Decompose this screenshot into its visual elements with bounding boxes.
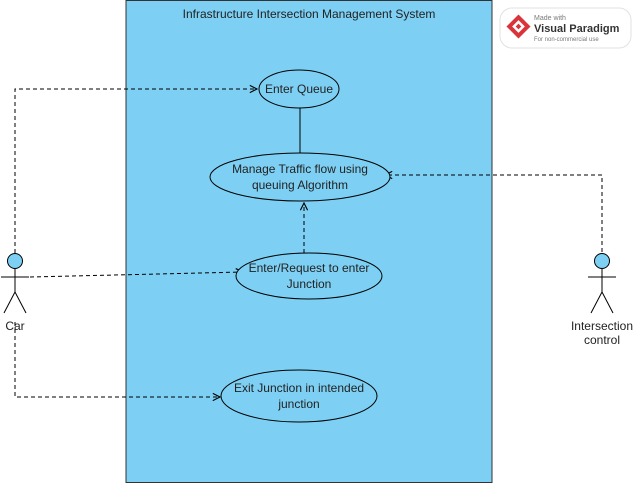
actor-control-label-line2: control [584, 333, 620, 347]
actor-control-label-line1: Intersection [571, 319, 633, 333]
use-case-enter-junction[interactable]: Enter/Request to enter Junction [235, 252, 383, 300]
visual-paradigm-watermark: Made with Visual Paradigm For non-commer… [499, 7, 632, 49]
use-case-manage-traffic-line2: queuing Algorithm [252, 178, 348, 192]
use-case-exit-junction-line2: junction [277, 397, 319, 411]
use-case-manage-traffic-line1: Manage Traffic flow using [232, 162, 368, 176]
watermark-made-with: Made with [534, 15, 566, 22]
use-case-enter-queue-label: Enter Queue [265, 82, 333, 96]
actor-car-label: Car [5, 319, 24, 333]
use-case-manage-traffic[interactable]: Manage Traffic flow using queuing Algori… [209, 152, 391, 202]
connector-car-exit-junction [14, 322, 220, 397]
watermark-sub: For non-commercial use [534, 37, 599, 43]
actor-car[interactable]: Car [1, 253, 29, 334]
use-case-exit-junction-line1: Exit Junction in intended [234, 381, 364, 395]
actor-car-head-icon [7, 253, 23, 269]
use-case-enter-junction-line2: Junction [287, 277, 332, 291]
connector-car-enter-queue [14, 89, 257, 253]
actor-control-head-icon [594, 253, 610, 269]
connector-control-manage [385, 175, 603, 252]
actor-intersection-control[interactable]: Intersection control [571, 253, 633, 348]
use-case-exit-junction[interactable]: Exit Junction in intended junction [220, 369, 378, 423]
system-title: Infrastructure Intersection Management S… [183, 7, 436, 21]
watermark-brand: Visual Paradigm [534, 23, 620, 35]
use-case-enter-junction-line1: Enter/Request to enter [249, 261, 370, 275]
use-case-enter-queue[interactable]: Enter Queue [258, 69, 340, 109]
connector-car-enter-junction [29, 272, 243, 278]
